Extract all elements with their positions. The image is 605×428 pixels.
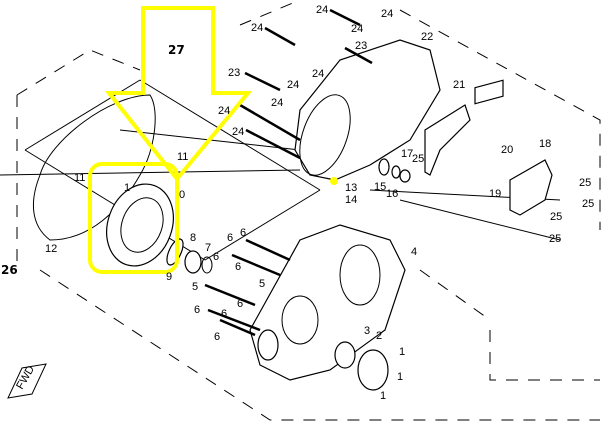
callout: 24 [312, 68, 324, 80]
seal-lower [257, 329, 279, 361]
callout: 1 [399, 346, 405, 358]
fwd-direction-logo: FWD [7, 363, 47, 399]
callout: 18 [539, 138, 551, 150]
callout: 24 [381, 8, 393, 20]
callout: 11 [177, 151, 188, 163]
callout: 6 [214, 331, 220, 343]
callout: 21 [453, 79, 465, 91]
oring-7 [201, 256, 213, 274]
callout: 1 [124, 182, 130, 194]
gasket-part [32, 94, 156, 241]
callout: 6 [240, 227, 246, 239]
highlight-arrow [104, 6, 253, 183]
bracket-21 [424, 104, 471, 176]
washer-17 [399, 169, 411, 183]
part-callouts: 24 24 23 24 24 24 24 24 24 23 24 22 21 2… [45, 4, 594, 402]
callout: 23 [228, 67, 240, 79]
callout: 0 [179, 189, 185, 201]
washer-16 [391, 165, 401, 179]
callout: 2 [376, 330, 382, 342]
block-19 [474, 79, 504, 105]
callout: 20 [501, 144, 513, 156]
callout: 6 [194, 304, 200, 316]
rear-cover [294, 39, 441, 181]
cover-2 [357, 349, 389, 391]
callout: 25 [549, 233, 561, 245]
bearing-8 [184, 250, 202, 274]
callout: 4 [411, 246, 417, 258]
callout: 12 [45, 243, 57, 255]
housing-bore [339, 244, 381, 306]
callout: 24 [218, 105, 230, 117]
housing-bore-2 [281, 295, 319, 345]
callout: 22 [421, 31, 433, 43]
cover-plate [106, 183, 174, 267]
callout: 16 [386, 188, 398, 200]
rear-cover-rim [299, 94, 351, 176]
callout-26: 26 [1, 263, 18, 277]
callout: 14 [345, 194, 357, 206]
callout: 17 [401, 148, 413, 160]
callout: 6 [221, 308, 227, 320]
callout: 1 [397, 371, 403, 383]
bolts [204, 8, 373, 337]
callout: 1 [380, 390, 386, 402]
bearing-3 [334, 341, 356, 369]
cover-plate-inner [120, 197, 164, 253]
callout: 24 [351, 23, 363, 35]
callout: 15 [374, 181, 386, 193]
callout: 6 [235, 261, 241, 273]
front-housing [249, 224, 406, 381]
callout: 9 [166, 271, 172, 283]
bracket-18 [509, 159, 553, 216]
callout: 24 [287, 79, 299, 91]
callout: 24 [251, 22, 263, 34]
callout: 8 [190, 232, 196, 244]
callout: 6 [237, 298, 243, 310]
callout: 7 [205, 242, 211, 254]
highlight-box [88, 162, 179, 274]
callout: 13 [345, 182, 357, 194]
callout: 6 [213, 251, 219, 263]
callout: 19 [489, 188, 501, 200]
callout: 5 [259, 278, 265, 290]
callout: 24 [316, 4, 328, 16]
callout: 3 [364, 325, 370, 337]
seal-15 [378, 158, 390, 176]
callout: 24 [232, 126, 244, 138]
callout: 11 [74, 172, 85, 184]
callout: 25 [582, 198, 594, 210]
callout: 24 [271, 97, 283, 109]
callout: 6 [227, 232, 233, 244]
highlight-dot [330, 177, 338, 185]
callout: 25 [412, 153, 424, 165]
callout-27: 27 [168, 43, 185, 57]
callout: 25 [550, 211, 562, 223]
callout: 5 [192, 281, 198, 293]
dashed-frame [16, 0, 601, 421]
callout: 23 [355, 40, 367, 52]
callout: 25 [579, 177, 591, 189]
